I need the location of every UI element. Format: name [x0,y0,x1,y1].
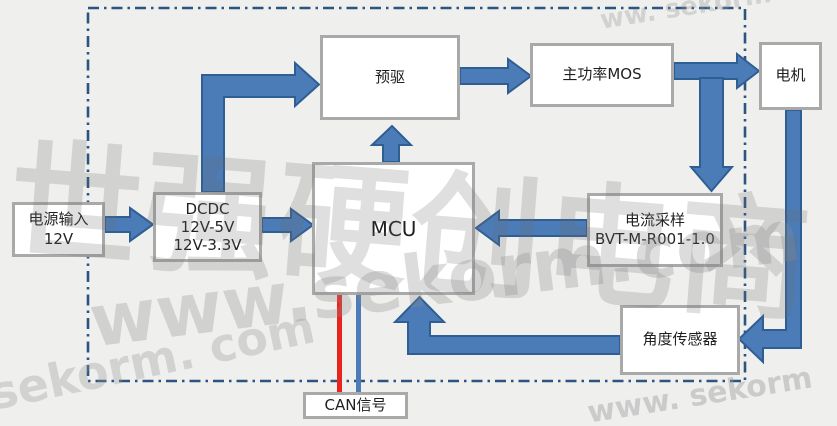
node-dcdc-label: DCDC [185,200,230,218]
arrow-motor-to-angle-sensor [737,109,802,365]
node-power-input-voltage: 12V [43,229,74,248]
node-main-power-mos-label: 主功率MOS [562,65,642,84]
controller-dashed-boundary [86,6,747,383]
node-motor-label: 电机 [775,66,806,85]
node-predriver: 预驱 [320,35,460,120]
arrow-mos-to-motor [673,51,761,91]
node-power-input-label: 电源输入 [28,210,89,228]
node-dcdc-rail-3v3: 12V-3.3V [173,236,242,254]
node-dcdc: DCDC 12V-5V 12V-3.3V [153,192,262,262]
node-motor: 电机 [759,42,822,110]
node-current-sampling: 电流采样 BVT-M-R001-1.0 [587,193,723,267]
node-mcu: MCU [312,162,475,295]
can-line-red [337,295,342,392]
can-line-blue [356,295,361,392]
node-angle-sensor: 角度传感器 [620,305,740,375]
arrow-current-sampling-to-mcu [474,209,588,247]
node-power-input: 电源输入 12V [12,202,105,257]
arrow-mcu-to-predriver [369,124,414,163]
node-can-signal: CAN信号 [303,392,408,419]
arrow-mos-to-current-sampling [688,77,735,193]
node-angle-sensor-label: 角度传感器 [642,330,718,349]
arrow-dcdc-to-predriver [201,60,321,193]
node-current-sampling-label: 电流采样 [624,210,685,229]
arrow-angle-sensor-to-mcu [392,295,621,355]
arrow-dcdc-to-mcu [261,207,315,243]
node-can-signal-label: CAN信号 [324,395,387,414]
arrow-power-to-dcdc [104,206,155,243]
node-predriver-label: 预驱 [374,67,405,86]
arrow-predriver-to-mos [459,57,533,95]
node-dcdc-rail-5v: 12V-5V [180,218,235,236]
node-main-power-mos: 主功率MOS [530,43,674,107]
node-mcu-label: MCU [370,216,417,241]
node-current-sampling-part-number: BVT-M-R001-1.0 [595,230,715,248]
